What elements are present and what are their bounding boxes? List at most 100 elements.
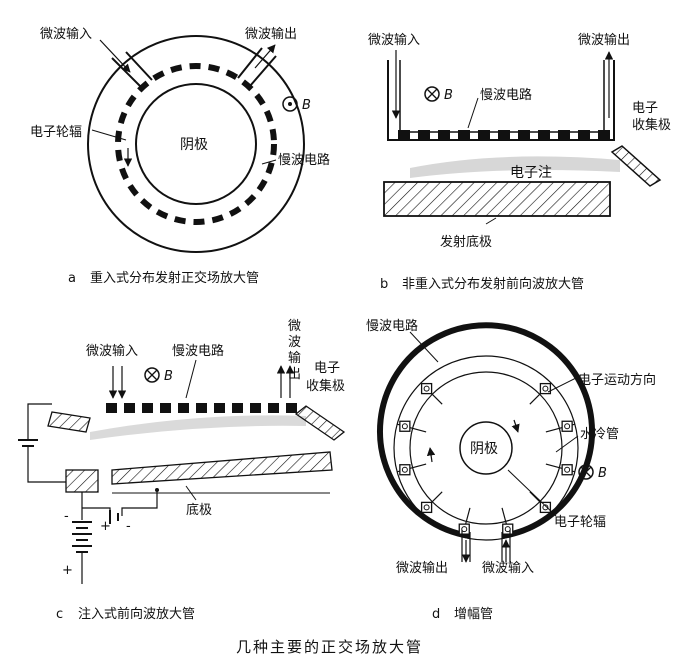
panel-c-out-char-4: 出 xyxy=(288,367,301,382)
d-cooling-tube-core xyxy=(423,504,430,511)
panel-d-spoke-label: 电子轮辐 xyxy=(554,515,606,530)
d-cooling-tube xyxy=(399,464,411,476)
d-cathode-circle xyxy=(459,421,513,475)
panel-b-collector-2: 收集极 xyxy=(632,117,671,133)
panel-c-out-char-2: 波 xyxy=(288,335,301,350)
panel-c-microwave-in: 微波输入 xyxy=(86,343,138,359)
panel-c-sole-label: 底极 xyxy=(186,502,212,518)
panel-c-collector-2: 收集极 xyxy=(306,378,345,394)
panel-a-microwave-in: 微波输入 xyxy=(40,26,92,42)
panel-b-microwave-in: 微波输入 xyxy=(368,32,420,48)
b-field-cross-symbol xyxy=(424,86,440,102)
panel-b-caption: 非重入式分布发射前向波放大管 xyxy=(402,276,584,292)
d-motion-arrow-2 xyxy=(426,447,436,463)
panel-d-caption-letter: d xyxy=(432,607,440,622)
panel-c-b-label: B xyxy=(164,369,173,384)
slow-wave-leader xyxy=(261,159,277,165)
panel-a-cathode-label: 阴极 xyxy=(180,137,208,153)
panel-a-caption-letter: a xyxy=(68,271,76,286)
c-sole-contact xyxy=(155,488,159,492)
panel-c-minus-2: - xyxy=(64,509,69,524)
d-b-field-cross-symbol xyxy=(578,464,594,480)
c-sole xyxy=(111,451,333,485)
panel-a-b-label: B xyxy=(302,98,311,113)
c-slow-wave-leader xyxy=(185,359,197,399)
panel-d-cathode-label: 阴极 xyxy=(470,441,498,457)
d-cooling-tube-core xyxy=(542,504,549,511)
input-arrow xyxy=(99,39,131,73)
d-cooling-tubes xyxy=(396,382,576,538)
electron-beam xyxy=(410,156,620,178)
d-cooling-leader xyxy=(555,435,579,453)
c-b-field-cross xyxy=(146,369,158,381)
b-field-symbol xyxy=(282,96,298,112)
d-slow-wave-leader xyxy=(409,331,439,363)
d-cooling-tube xyxy=(539,501,552,514)
panel-c-collector-1: 电子 xyxy=(314,361,340,376)
d-cooling-tube xyxy=(539,382,552,395)
panel-a-spoke-label: 电子轮辐 xyxy=(30,125,82,140)
d-spoke-leader xyxy=(507,469,557,517)
panel-d-motion-label: 电子运动方向 xyxy=(578,372,656,388)
collector-plate xyxy=(610,145,662,187)
d-inner-ring-outer xyxy=(393,355,579,541)
panel-d-microwave-out: 微波输出 xyxy=(396,560,448,576)
panel-a-caption: 重入式分布发射正交场放大管 xyxy=(90,270,259,286)
panel-b-slow-wave-label: 慢波电路 xyxy=(480,87,532,103)
panel-b-b-label: B xyxy=(444,88,453,103)
spoke-leader xyxy=(91,129,127,141)
panel-d: 慢波电路 电子运动方向 水冷管 阴极 B 电子轮辐 微波输出 微波输入 d 增幅… xyxy=(366,318,656,622)
d-cooling-tube xyxy=(502,523,514,535)
c-slow-wave-vanes xyxy=(106,403,297,413)
d-cooling-tube-core xyxy=(504,526,511,533)
d-cooling-tube-core xyxy=(564,423,571,430)
c-wire-top xyxy=(27,403,52,440)
b-slow-wave-leader xyxy=(467,97,479,129)
panel-c: 微波输入 慢波电路 微 波 输 出 B 电子 收集极 底极 + - - + c … xyxy=(18,319,346,622)
d-cooling-tube xyxy=(420,382,433,395)
panel-b: 微波输入 微波输出 B 慢波电路 电子 收集极 电子注 发射底极 b 非重入式分… xyxy=(368,32,671,292)
c-electron-beam xyxy=(90,415,306,440)
output-waveguide xyxy=(237,47,277,87)
panel-c-minus-1: - xyxy=(126,519,131,534)
d-motion-leader xyxy=(547,377,577,393)
cathode-circle xyxy=(135,83,257,205)
electron-gun-cathode xyxy=(65,469,99,493)
b-field-dot xyxy=(288,102,292,106)
b-field-cross xyxy=(426,88,438,100)
panel-c-out-char-3: 输 xyxy=(288,350,301,366)
panel-c-plus-1: + xyxy=(100,519,111,534)
d-b-field-cross xyxy=(580,466,592,478)
d-cooling-tube-core xyxy=(401,466,408,473)
outer-anode-circle xyxy=(87,35,305,253)
d-cooling-tube xyxy=(561,464,573,476)
panel-d-microwave-in: 微波输入 xyxy=(482,560,534,576)
panel-a: 微波输入 微波输出 阴极 B 电子轮辐 慢波电路 a 重入式分布发射正交场放大管 xyxy=(30,26,330,286)
c-b-field-cross-symbol xyxy=(144,367,160,383)
panel-b-microwave-out: 微波输出 xyxy=(578,32,630,48)
d-cooling-tube-core xyxy=(401,423,408,430)
figure-title: 几种主要的正交场放大管 xyxy=(236,638,423,656)
panel-d-caption: 增幅管 xyxy=(454,607,493,622)
c-collector-plate xyxy=(294,405,346,441)
d-cooling-tube-core xyxy=(423,385,430,392)
panel-c-caption: 注入式前向波放大管 xyxy=(78,606,195,622)
panel-d-b-label: B xyxy=(598,466,607,481)
electron-gun-anode xyxy=(47,411,91,433)
panel-b-sole-label: 发射底极 xyxy=(440,234,492,250)
emitting-sole xyxy=(383,181,611,217)
panel-d-cooling-label: 水冷管 xyxy=(580,427,619,442)
panel-b-beam-label: 电子注 xyxy=(510,165,552,181)
c-wire-mid xyxy=(27,446,66,483)
d-cooling-tube-core xyxy=(564,466,571,473)
panel-b-caption-letter: b xyxy=(380,277,388,292)
panel-b-collector-1: 电子 xyxy=(632,101,658,116)
panel-a-slow-wave-label: 慢波电路 xyxy=(278,152,330,168)
c-sole-leader xyxy=(185,485,197,501)
d-cooling-tube xyxy=(399,420,411,432)
panel-c-plus-2: + xyxy=(62,563,73,578)
d-cooling-tube-core xyxy=(542,385,549,392)
panel-a-microwave-out: 微波输出 xyxy=(245,26,297,42)
panel-c-slow-wave-label: 慢波电路 xyxy=(172,343,224,359)
